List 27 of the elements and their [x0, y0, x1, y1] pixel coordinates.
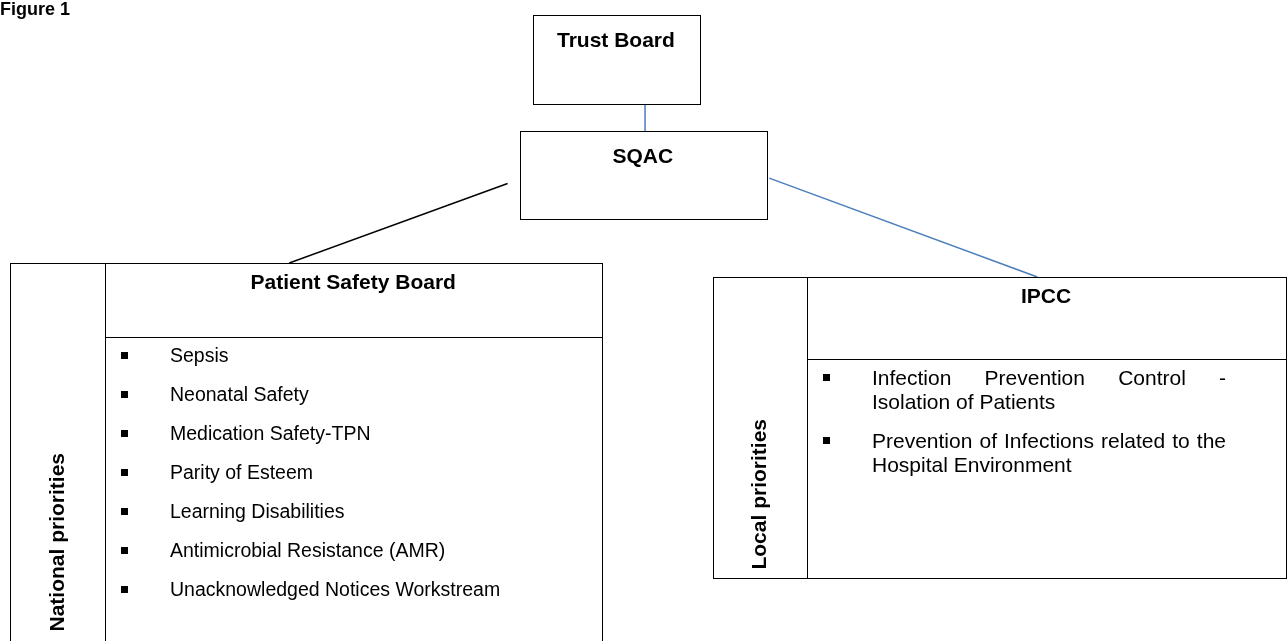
- bullet-item: Neonatal Safety: [106, 383, 598, 405]
- heading-text: Patient Safety Board: [250, 270, 456, 294]
- bullet-item: Prevention of Infections related to the Hospital Environment: [808, 429, 1226, 477]
- bullet-item: Antimicrobial Resistance (AMR): [106, 539, 598, 561]
- figure-title: Figure 1: [0, 0, 70, 19]
- bullet-item: Learning Disabilities: [106, 500, 598, 522]
- table-cell: [807, 359, 1287, 579]
- table-cell: [105, 337, 603, 641]
- bullet-item: Parity of Esteem: [106, 461, 598, 483]
- heading-text: Trust Board: [557, 28, 675, 52]
- table-cell: [10, 263, 107, 641]
- heading-text: SQAC: [612, 144, 674, 168]
- org-box: [520, 131, 768, 220]
- table-cell: [807, 277, 1287, 361]
- row-heading: National priorities: [44, 453, 69, 632]
- table-cell: [105, 263, 603, 339]
- row-heading: Local priorities: [747, 419, 771, 570]
- heading-text: IPCC: [1021, 284, 1072, 308]
- bullet-item: Infection Prevention Control - Isolation of Patients: [808, 366, 1226, 414]
- bullet-item: Unacknowledged Notices Workstream: [106, 578, 598, 600]
- table-cell: [713, 277, 809, 579]
- org-box: [533, 15, 701, 105]
- bullet-item: Medication Safety-TPN: [106, 422, 598, 444]
- connector-line: [288, 182, 509, 264]
- connector-line: [644, 104, 646, 132]
- connector-line: [768, 177, 1039, 278]
- bullet-item: Sepsis: [106, 344, 598, 366]
